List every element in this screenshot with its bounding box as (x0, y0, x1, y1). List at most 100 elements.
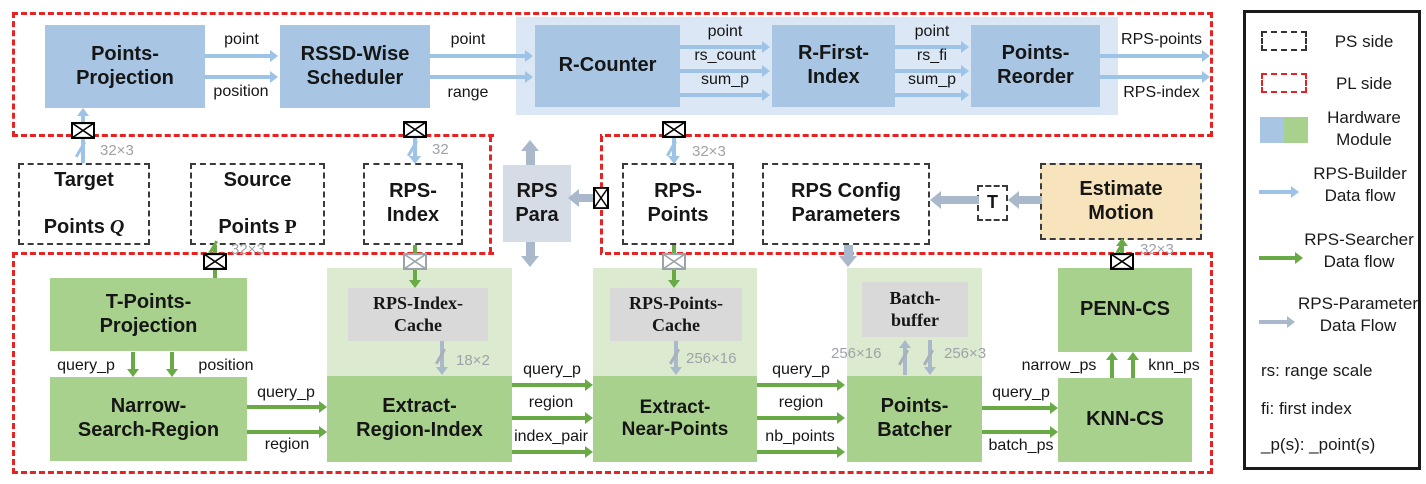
block-rps-points: RPS- Points (622, 163, 734, 245)
axi-port-icon (403, 121, 427, 138)
arrow-pr-out-rpspoints (1100, 50, 1210, 62)
arrow-rfi-to-pr-sump (895, 89, 969, 101)
legend-item-hardware-module: Hardware Module (1327, 108, 1401, 150)
label-tpp-position: position (198, 357, 254, 374)
arrow-pp-to-rssd-point (205, 50, 278, 62)
label-enp-region: region (778, 394, 824, 411)
block-transform-t: T (977, 185, 1008, 221)
block-rps-points-cache: RPS-Points- Cache (610, 288, 742, 341)
label-enp-nbpoints: nb_points (765, 428, 835, 445)
pl-neck-left-border (489, 136, 492, 253)
border-gap-bottom (494, 250, 600, 259)
label-rfi-rsfi: rs_fi (916, 47, 948, 64)
arrow-pp-to-rssd-position (205, 71, 278, 83)
label-out-rpspoints: RPS-points (1121, 31, 1202, 48)
block-extract-region-index: Extract- Region-Index (327, 376, 512, 462)
buswidth-source: 32×3 (231, 241, 265, 258)
arrow-rfi-to-pr-rsfi (895, 65, 969, 77)
label-rc-sump: sum_p (700, 71, 750, 88)
block-rps-index-cache: RPS-Index- Cache (348, 288, 488, 341)
target-line2: Points (43, 215, 105, 238)
arrow-target-to-pp (75, 108, 91, 163)
label-nsr-queryp: query_p (257, 384, 315, 401)
arrow-para-up (519, 140, 541, 165)
builder-arrow-swatch (1259, 185, 1299, 199)
legend-abbrev-fi: fi: first index (1261, 399, 1352, 418)
block-points-projection: Points- Projection (45, 25, 205, 108)
arrow-pb-batchps (982, 426, 1058, 438)
arrow-nsr-queryp (247, 401, 327, 413)
label-rfi-point: point (914, 23, 950, 40)
block-r-first-index: R-First- Index (772, 25, 895, 107)
block-estimate-motion: Estimate Motion (1040, 163, 1202, 240)
target-line1: Target (54, 168, 114, 191)
arrow-pb-queryp (982, 402, 1058, 414)
label-tpp-queryp: query_p (57, 357, 115, 374)
arrow-enp-region (757, 412, 845, 424)
buswidth-rpspoints: 32×3 (692, 143, 726, 160)
label-rssd-point: point (450, 31, 486, 48)
block-rps-index: RPS- Index (363, 163, 463, 245)
arrow-rssd-to-rc-point (430, 50, 533, 62)
legend-abbrev-rs: rs: range scale (1261, 361, 1373, 380)
label-eri-indexpair: index_pair (514, 428, 588, 445)
label-knn-knnps: knn_ps (1148, 357, 1200, 374)
label-pb-queryp: query_p (992, 384, 1050, 401)
buswidth-indexcache: 18×2 (456, 352, 490, 369)
block-rssd-wise-scheduler: RSSD-Wise Scheduler (280, 25, 430, 108)
arrow-para-down (519, 242, 541, 267)
legend-abbrev-p: _p(s): _point(s) (1261, 435, 1376, 454)
label-pp-point: point (224, 31, 259, 48)
arrow-tpp-position (164, 352, 180, 377)
arrow-t-to-config (930, 191, 979, 209)
legend-item-rps-parameter: RPS-Parameter Data Flow (1298, 294, 1418, 336)
legend-item-rps-searcher: RPS-Searcher Data flow (1304, 230, 1414, 272)
label-knn-narrowps: narrow_ps (1021, 357, 1097, 374)
axi-port-icon (1110, 253, 1134, 270)
arrow-motion-to-t (1008, 191, 1042, 209)
legend-item-rps-builder: RPS-Builder Data flow (1313, 164, 1407, 206)
block-rps-config-parameters: RPS Config Parameters (762, 163, 930, 245)
pl-side-swatch (1261, 73, 1307, 93)
axi-port-icon (403, 253, 427, 270)
buswidth-target: 32×3 (100, 142, 134, 159)
arrow-rc-to-rfi-sump (680, 89, 770, 101)
hardware-module-swatch (1260, 117, 1308, 143)
arrow-pr-out-rpsindex (1100, 71, 1210, 83)
source-symbol: P (284, 215, 297, 238)
legend-item-ps-side: PS side (1334, 32, 1394, 51)
block-penn-cs: PENN-CS (1058, 268, 1192, 352)
arrow-config-to-pl (837, 245, 859, 267)
label-out-rpsindex: RPS-index (1123, 84, 1200, 101)
searcher-arrow-swatch (1259, 251, 1303, 265)
legend: PS side PL side Hardware Module RPS-Buil… (1243, 10, 1421, 470)
axi-port-icon (662, 253, 686, 270)
parameter-arrow-swatch (1259, 313, 1295, 331)
arrow-rc-to-rfi-point (680, 41, 770, 53)
axi-port-icon (71, 122, 95, 139)
buswidth-pointscache: 256×16 (686, 350, 737, 367)
block-r-counter: R-Counter (535, 25, 680, 107)
buswidth-batch-in: 256×16 (831, 345, 882, 362)
label-rfi-sump: sum_p (907, 71, 957, 88)
arrow-knn-knnps (1125, 352, 1141, 378)
label-rc-rscount: rs_count (694, 47, 756, 64)
arrow-enp-queryp (757, 379, 845, 391)
legend-item-pl-side: PL side (1335, 74, 1393, 93)
axi-port-icon (593, 187, 609, 209)
arrow-rc-to-rfi-rscount (680, 65, 770, 77)
label-rc-point: point (707, 23, 743, 40)
arrow-batcher-to-buffer (897, 340, 913, 375)
ps-side-swatch (1261, 31, 1307, 51)
block-narrow-search-region: Narrow- Search-Region (50, 377, 247, 461)
source-line2: Points (218, 215, 280, 238)
arrow-eri-indexpair (512, 446, 593, 458)
label-eri-queryp: query_p (523, 361, 581, 378)
buswidth-rpsindex: 32 (432, 141, 449, 158)
source-line1: Source (223, 168, 292, 191)
block-extract-near-points: Extract- Near-Points (593, 376, 757, 462)
block-points-batcher: Points- Batcher (847, 376, 982, 462)
label-nsr-region: region (264, 436, 310, 453)
